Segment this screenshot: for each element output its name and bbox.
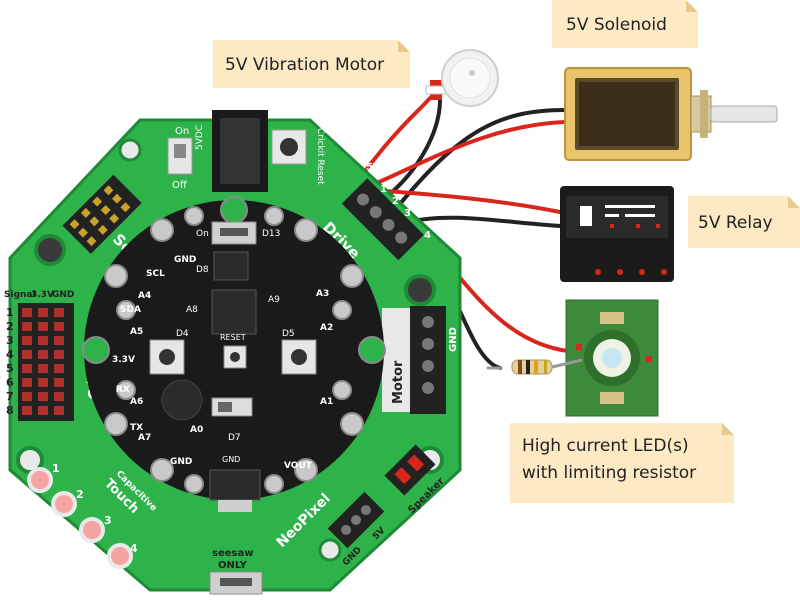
signal-pin-1: 1 xyxy=(6,306,14,319)
callout-led-line2: with limiting resistor xyxy=(522,463,696,483)
drive-pin-2: 2 xyxy=(392,196,399,207)
cpx-pad-a1: A1 xyxy=(320,397,333,407)
label-motor: Motor xyxy=(391,360,406,404)
cap-pad-3[interactable] xyxy=(79,517,105,543)
callout-led-line1: High current LED(s) xyxy=(522,436,689,456)
seesaw-usb: seesaw ONLY xyxy=(209,548,263,595)
cpx-pad-a7: A7 xyxy=(138,433,151,443)
cpx-pad-a3: A3 xyxy=(316,289,329,299)
cpx-pad-scl: SCL xyxy=(146,269,165,279)
label-drive-5v: 5V xyxy=(366,162,381,173)
cap-touch: 1 2 3 4 Capacitive Touch xyxy=(27,462,158,569)
cap-pad-2[interactable] xyxy=(51,491,77,517)
label-crickit-reset: Crickit Reset xyxy=(315,128,325,185)
solenoid xyxy=(564,67,778,161)
cpx-pad-gnd-bottom: GND xyxy=(170,457,192,467)
label-motor-gnd: GND xyxy=(448,327,459,352)
cap-pin-3: 3 xyxy=(104,514,112,527)
label-power-on: On xyxy=(175,126,189,137)
cpx-label-a8: A8 xyxy=(186,305,198,315)
cap-pin-1: 1 xyxy=(52,462,60,475)
callout-solenoid: 5V Solenoid xyxy=(552,0,698,48)
resistor xyxy=(511,358,583,375)
cpx-label-a9: A9 xyxy=(268,295,280,305)
cpx-label-on: On xyxy=(196,229,209,239)
cap-pad-4[interactable] xyxy=(107,543,133,569)
signal-pin-6: 6 xyxy=(6,376,14,389)
led-board xyxy=(565,299,659,417)
label-seesaw: seesaw xyxy=(212,548,253,559)
relay xyxy=(560,186,674,282)
signal-pin-5: 5 xyxy=(6,362,14,375)
callout-vibration-motor: 5V Vibration Motor xyxy=(213,40,410,88)
label-seesaw-only: ONLY xyxy=(218,560,248,571)
signal-pin-2: 2 xyxy=(6,320,14,333)
circuit-playground: GND A1 A2 A3 A4 A5 A6 A7 VOUT GND 3.3V A… xyxy=(82,196,386,512)
signal-header-gnd: GND xyxy=(52,290,74,300)
cpx-label-d8: D8 xyxy=(196,265,209,275)
cpx-label-reset: RESET xyxy=(220,333,246,342)
cpx-pad-a4: A4 xyxy=(138,291,151,301)
cpx-pad-sda: SDA xyxy=(120,305,141,315)
signal-header-3v3: 3.3V xyxy=(31,290,54,300)
vibration-motor xyxy=(425,49,499,107)
cpx-label-d13: D13 xyxy=(262,229,280,239)
cap-pin-2: 2 xyxy=(76,488,84,501)
callout-solenoid-text: 5V Solenoid xyxy=(566,15,667,35)
cap-pin-4: 4 xyxy=(130,542,138,555)
drive-pin-4: 4 xyxy=(424,230,431,241)
cpx-pad-3v3: 3.3V xyxy=(112,355,135,365)
cpx-label-gnd: GND xyxy=(222,455,240,464)
callout-relay-text: 5V Relay xyxy=(698,213,773,233)
cpx-label-d7: D7 xyxy=(228,433,241,443)
wire-motor-black xyxy=(383,98,442,200)
cpx-pad-tx: TX xyxy=(130,423,143,433)
drive-pin-1: 1 xyxy=(380,184,387,195)
signal-pin-7: 7 xyxy=(6,390,14,403)
cpx-pad-gnd-top: GND xyxy=(174,255,196,265)
wire-relay-black xyxy=(406,215,562,228)
cpx-pad-a2: A2 xyxy=(320,323,333,333)
callout-led: High current LED(s) with limiting resist… xyxy=(510,423,734,503)
cpx-label-d5: D5 xyxy=(282,329,295,339)
cpx-pad-a0: A0 xyxy=(190,425,203,435)
signal-pin-8: 8 xyxy=(6,404,14,417)
callout-vibration-motor-text: 5V Vibration Motor xyxy=(225,55,384,75)
wire-solenoid-red xyxy=(368,120,567,188)
cpx-pad-a5: A5 xyxy=(130,327,143,337)
cpx-pad-a6: A6 xyxy=(130,397,143,407)
signal-header-signal: Signal xyxy=(4,290,36,300)
callout-relay: 5V Relay xyxy=(688,196,800,248)
cap-pad-1[interactable] xyxy=(27,467,53,493)
wire-relay-red xyxy=(370,188,562,214)
label-5vdc: 5VDC xyxy=(195,125,205,150)
cpx-pad-rx: RX xyxy=(116,385,130,395)
wire-motor-red xyxy=(358,96,432,180)
cpx-button-b[interactable] xyxy=(281,339,317,375)
motor-terminal: Motor GND xyxy=(382,306,459,414)
wire-solenoid-black xyxy=(393,108,567,212)
cpx-label-d4: D4 xyxy=(176,329,189,339)
crickit-board: 5VDC On Off Crickit Reset Servo Signal xyxy=(4,110,462,595)
label-power-off: Off xyxy=(172,180,188,191)
signal-pin-4: 4 xyxy=(6,348,14,361)
cpx-pad-vout: VOUT xyxy=(284,461,313,471)
drive-pin-3: 3 xyxy=(404,208,411,219)
signal-pin-3: 3 xyxy=(6,334,14,347)
